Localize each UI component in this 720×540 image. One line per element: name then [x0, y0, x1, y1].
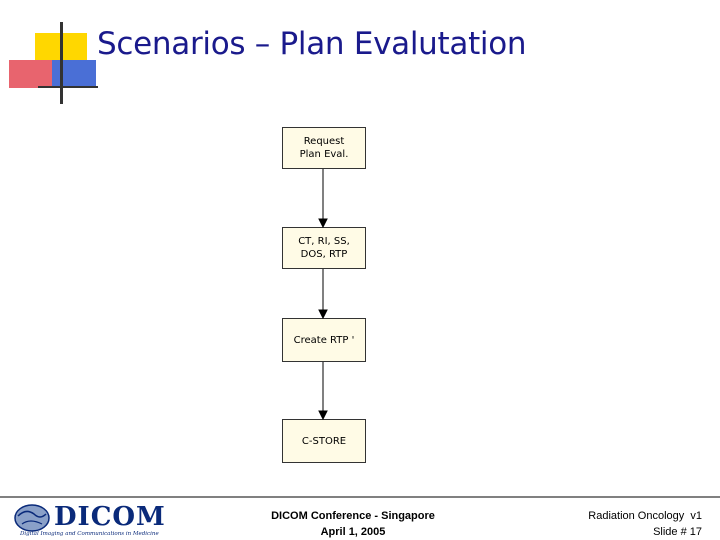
slide-number: Slide # 17: [653, 526, 702, 538]
conference-name: DICOM Conference - Singapore: [271, 510, 435, 522]
flow-box-request: Request Plan Eval.: [282, 127, 366, 169]
deco-horizontal-line: [38, 86, 98, 88]
logo-tagline: Digital Imaging and Communications in Me…: [20, 531, 159, 537]
logo-word: DICOM: [54, 502, 166, 532]
flow-box-label: Create RTP ': [293, 334, 355, 346]
arrow-1: [318, 169, 328, 229]
flow-box-label: C-STORE: [301, 435, 347, 447]
flow-box-store: C-STORE: [282, 419, 366, 463]
flow-box-label: Request Plan Eval.: [299, 136, 349, 160]
arrow-2: [318, 269, 328, 320]
deco-blue-square: [52, 60, 96, 88]
deco-red-square: [9, 60, 53, 88]
flow-box-objects: CT, RI, SS, DOS, RTP: [282, 227, 366, 269]
arrow-3: [318, 362, 328, 421]
footer-right: Radiation Oncology v1 Slide # 17: [588, 508, 702, 540]
flow-box-create: Create RTP ': [282, 318, 366, 362]
footer-center: DICOM Conference - Singapore April 1, 20…: [248, 508, 458, 540]
slide-title: Scenarios – Plan Evalutation: [97, 26, 527, 62]
flow-box-label: CT, RI, SS, DOS, RTP: [298, 236, 350, 260]
section-name: Radiation Oncology v1: [588, 510, 702, 522]
dicom-logo: DICOM Digital Imaging and Communications…: [12, 500, 165, 540]
globe-icon: [14, 504, 50, 532]
conference-date: April 1, 2005: [320, 526, 386, 538]
deco-vertical-line: [60, 22, 63, 104]
